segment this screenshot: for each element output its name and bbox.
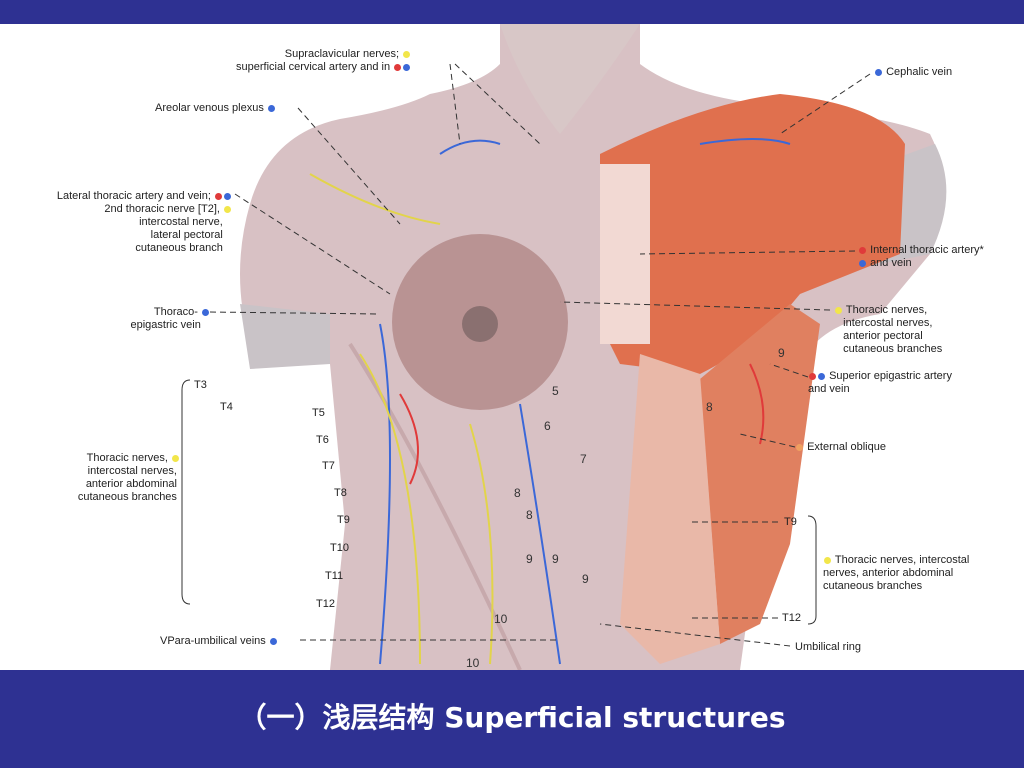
figure-number: 8 [706, 400, 713, 414]
muscle-dot-icon [796, 443, 803, 451]
label-umbilical-ring: Umbilical ring [795, 641, 862, 653]
segment-label: T12 [782, 612, 801, 624]
vein-dot-icon [875, 68, 882, 76]
vein-dot-icon [403, 63, 411, 71]
segment-label: T11 [325, 570, 344, 582]
label-thoraco-epigastric: Thoraco- epigastric vein [120, 306, 210, 332]
label-thoracic-nerves-right-lower: Thoracic nerves, intercostal nerves, ant… [823, 554, 970, 592]
label-internal-thoracic: Internal thoracic artery* and vein [858, 244, 984, 270]
figure-number: 5 [552, 384, 559, 398]
vein-dot-icon [269, 637, 277, 645]
figure-number: 10 [494, 612, 508, 626]
nerve-dot-icon [172, 454, 179, 462]
nerve-dot-icon [835, 306, 842, 314]
segment-label: T7 [322, 460, 335, 472]
slide-caption: （一）浅层结构 Superficial structures [238, 701, 786, 734]
torso-drawing [181, 24, 947, 670]
label-supraclavicular: Supraclavicular nerves; superficial cerv… [236, 48, 411, 74]
nerve-dot-icon [224, 205, 231, 213]
artery-dot-icon [394, 63, 402, 71]
nerve-dot-icon [824, 556, 831, 564]
artery-dot-icon [859, 246, 866, 254]
label-para-umbilical-veins: VPara-umbilical veins [160, 635, 278, 648]
nerve-dot-icon [403, 50, 411, 58]
figure-number: 6 [544, 419, 551, 433]
figure-number: 9 [552, 552, 559, 566]
segment-label: T8 [334, 487, 347, 499]
segment-label: T10 [330, 542, 349, 554]
bottom-band [0, 670, 1024, 768]
artery-dot-icon [215, 192, 222, 200]
vein-dot-icon [859, 259, 866, 267]
segment-label: T9 [337, 514, 350, 526]
figure-number: 9 [582, 572, 589, 586]
top-band [0, 0, 1024, 24]
segment-label: T3 [194, 379, 207, 391]
segment-label: T12 [316, 598, 335, 610]
anatomy-illustration: Supraclavicular nerves; superficial cerv… [0, 24, 1024, 670]
figure-number: 8 [526, 508, 533, 522]
figure-number: 9 [778, 346, 785, 360]
segment-label: T5 [312, 407, 325, 419]
label-superior-epigastric: Superior epigastric artery and vein [808, 370, 952, 395]
segment-label: T9 [784, 516, 797, 528]
vein-dot-icon [202, 308, 209, 316]
label-areolar-venous-plexus: Areolar venous plexus [155, 102, 276, 115]
figure-number: 9 [526, 552, 533, 566]
artery-dot-icon [809, 372, 816, 380]
segment-label: T6 [316, 434, 329, 446]
label-thoracic-nerves-right: Thoracic nerves, intercostal nerves, ant… [834, 304, 942, 356]
segment-label: T4 [220, 401, 233, 413]
figure-number: 10 [466, 656, 480, 670]
label-lateral-thoracic: Lateral thoracic artery and vein; 2nd th… [22, 190, 232, 255]
label-thoracic-nerves-left: Thoracic nerves, intercostal nerves, ant… [40, 452, 180, 504]
label-external-oblique: External oblique [795, 441, 886, 454]
vein-dot-icon [267, 104, 275, 112]
label-cephalic-vein: Cephalic vein [874, 66, 952, 79]
figure-number: 8 [514, 486, 521, 500]
vein-dot-icon [224, 192, 231, 200]
figure-number: 7 [580, 452, 587, 466]
vein-dot-icon [818, 372, 825, 380]
